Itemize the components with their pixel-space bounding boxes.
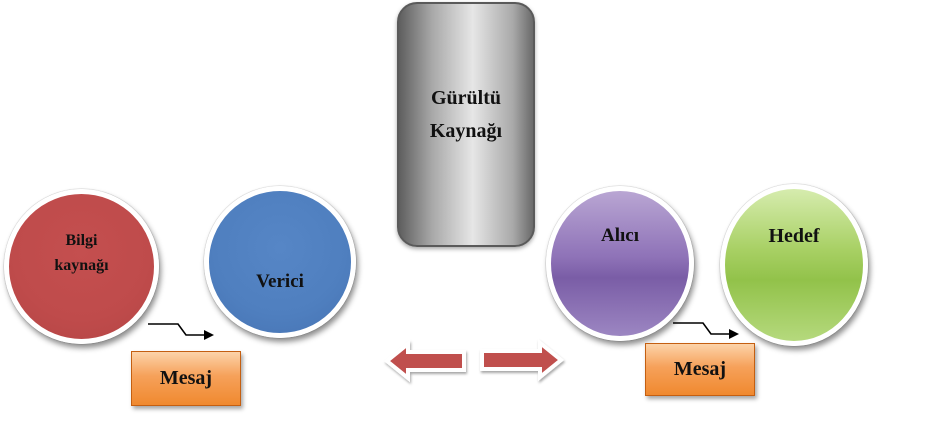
elbow-arrow-right-icon [673,322,739,339]
noise-source-node: Gürültü Kaynağı [397,2,535,247]
message-box-left: Mesaj [131,351,241,406]
information-source-label-line1: Bilgi [65,232,98,249]
noise-source-label: Gürültü Kaynağı [399,82,533,148]
destination-label: Hedef [768,225,820,247]
information-source-label-line2: kaynağı [54,257,109,274]
noise-source-label-line1: Gürültü [430,87,502,109]
receiver-label: Alıcı [601,225,639,246]
transmitter-node: Verici [204,186,356,338]
elbow-arrow-left-icon [148,323,214,340]
arrow-right-icon [480,338,565,382]
message-box-right: Mesaj [645,343,755,396]
transmitter-label: Verici [256,271,304,292]
receiver-node: Alıcı [546,186,694,341]
arrow-left-icon [383,339,466,383]
destination-node: Hedef [720,184,868,346]
information-source-label: Bilgi kaynağı [9,228,154,278]
noise-source-label-line2: Kaynağı [429,120,503,142]
information-source-node: Bilgi kaynağı [4,189,159,344]
